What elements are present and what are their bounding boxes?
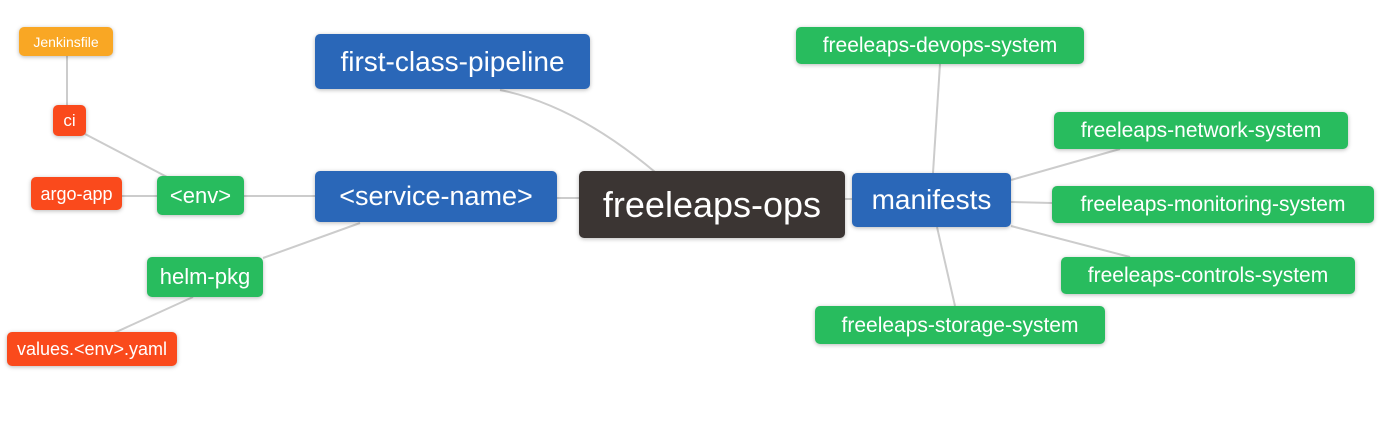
node-freeleaps-network-system[interactable]: freeleaps-network-system: [1054, 112, 1348, 149]
node-freeleaps-storage-system[interactable]: freeleaps-storage-system: [815, 306, 1105, 344]
edge-manifests--freeleaps-storage-system: [936, 226, 956, 307]
node-helm-pkg[interactable]: helm-pkg: [147, 257, 263, 297]
edge-helm-pkg--service-name: [262, 222, 361, 259]
node-freeleaps-devops-system[interactable]: freeleaps-devops-system: [796, 27, 1084, 64]
edge-manifests--freeleaps-controls-system: [1010, 225, 1131, 258]
node-manifests[interactable]: manifests: [852, 173, 1011, 227]
node-ci[interactable]: ci: [53, 105, 86, 136]
node-values-env-yaml[interactable]: values.<env>.yaml: [7, 332, 177, 366]
edge-manifests--freeleaps-monitoring-system: [1010, 201, 1053, 204]
node-env[interactable]: <env>: [157, 176, 244, 215]
edge-first-class-pipeline--freeleaps-ops: [499, 89, 656, 173]
edge-values-env-yaml--helm-pkg: [113, 296, 194, 334]
edge-manifests--freeleaps-network-system: [1010, 148, 1121, 181]
node-service-name[interactable]: <service-name>: [315, 171, 557, 222]
node-freeleaps-ops[interactable]: freeleaps-ops: [579, 171, 845, 238]
node-freeleaps-controls-system[interactable]: freeleaps-controls-system: [1061, 257, 1355, 294]
edge-ci--env: [84, 133, 168, 178]
edge-manifests--freeleaps-devops-system: [932, 63, 941, 174]
node-jenkinsfile[interactable]: Jenkinsfile: [19, 27, 113, 56]
node-freeleaps-monitoring-system[interactable]: freeleaps-monitoring-system: [1052, 186, 1374, 223]
node-first-class-pipeline[interactable]: first-class-pipeline: [315, 34, 590, 89]
node-argo-app[interactable]: argo-app: [31, 177, 122, 210]
